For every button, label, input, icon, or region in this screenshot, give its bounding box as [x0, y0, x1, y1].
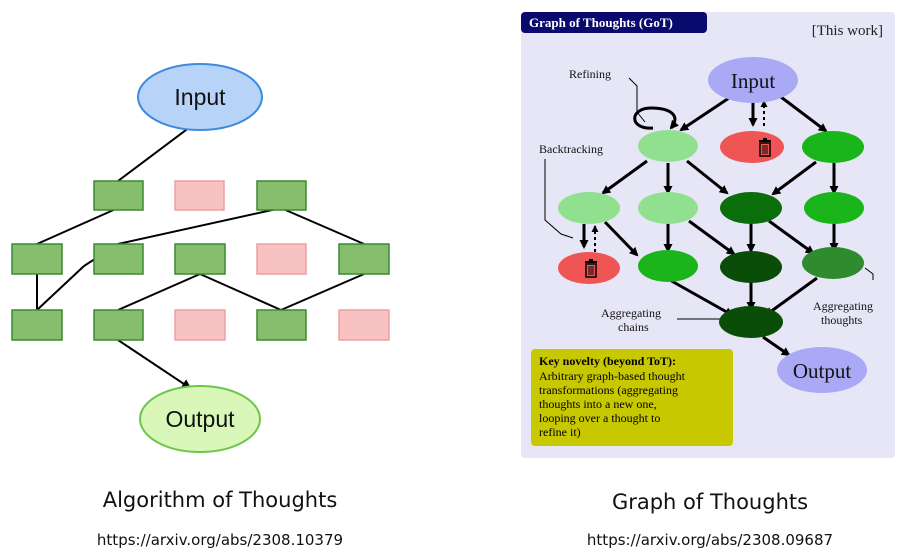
key-novelty-title: Key novelty (beyond ToT): — [539, 354, 676, 368]
aggregating-thoughts-line2: thoughts — [821, 313, 863, 327]
thought-box-pruned — [174, 309, 226, 341]
thought-node — [802, 131, 864, 163]
thought-box-kept — [93, 180, 144, 211]
backtracking-annotation: Backtracking — [539, 142, 603, 156]
got-nodes: Input Output — [558, 57, 867, 393]
thought-node — [558, 192, 620, 224]
got-discard-arrows — [579, 100, 768, 252]
got-edges — [601, 92, 839, 357]
key-novelty-line: thoughts into a new one, — [539, 397, 657, 411]
thought-box-kept — [256, 309, 307, 341]
aot-caption-title: Algorithm of Thoughts — [102, 488, 338, 512]
refining-loop — [633, 106, 679, 130]
aot-thoughts — [11, 180, 390, 341]
key-novelty-line: refine it) — [539, 425, 581, 439]
got-input-ellipse — [708, 57, 798, 103]
thought-box-kept — [174, 243, 226, 275]
key-novelty-line: transformations (aggregating — [539, 383, 678, 397]
thought-box-pruned — [174, 180, 225, 211]
got-leader-lines — [544, 77, 874, 320]
got-header: Graph of Thoughts (GoT) — [521, 12, 707, 33]
thought-node — [720, 251, 782, 283]
got-input-label: Input — [731, 69, 775, 93]
trash-icon — [585, 259, 597, 278]
aggregating-chains-line2: chains — [618, 320, 649, 334]
got-diagram: Graph of Thoughts (GoT) [This work] — [521, 12, 883, 446]
thought-box-kept — [93, 309, 144, 341]
key-novelty-bg — [531, 349, 733, 446]
thought-box-kept — [11, 309, 63, 341]
aggregating-chains-line1: Aggregating — [601, 306, 661, 320]
discarded-thought-node — [720, 131, 784, 163]
got-header-title: Graph of Thoughts (GoT) — [529, 15, 673, 30]
got-caption-link[interactable]: https://arxiv.org/abs/2308.09687 — [586, 531, 834, 549]
thought-node — [638, 130, 698, 162]
aot-output-ellipse — [139, 385, 261, 453]
got-output-ellipse — [777, 347, 867, 393]
aot-input-label: Input — [174, 84, 226, 110]
got-output-label: Output — [793, 359, 852, 383]
key-novelty-line: looping over a thought to — [539, 411, 660, 425]
got-caption-title: Graph of Thoughts — [611, 490, 809, 514]
thought-node — [802, 247, 864, 279]
refining-annotation: Refining — [569, 67, 611, 81]
thought-box-pruned — [338, 309, 390, 341]
aot-input-node: Input — [137, 63, 263, 131]
thought-box-kept — [93, 243, 144, 275]
aggregating-thoughts-line1: Aggregating — [813, 299, 873, 313]
thought-box-pruned — [256, 243, 307, 275]
got-header-bg — [521, 12, 707, 33]
trash-icon — [759, 138, 771, 157]
thought-node — [638, 192, 698, 224]
aot-caption-link[interactable]: https://arxiv.org/abs/2308.10379 — [96, 531, 344, 549]
thought-node — [720, 192, 782, 224]
aot-input-ellipse — [137, 63, 263, 131]
thought-node — [804, 192, 864, 224]
aot-output-label: Output — [165, 406, 235, 432]
aggregated-thought-node — [719, 306, 783, 338]
key-novelty-line: Arbitrary graph-based thought — [539, 369, 686, 383]
thought-box-kept — [338, 243, 390, 275]
thought-box-kept — [11, 243, 63, 275]
got-tag: [This work] — [812, 23, 883, 39]
aot-output-node: Output — [139, 385, 261, 453]
aot-diagram: Input Output — [11, 63, 390, 453]
thought-node — [638, 250, 698, 282]
thought-box-kept — [256, 180, 307, 211]
key-novelty-box: Key novelty (beyond ToT): Arbitrary grap… — [531, 349, 733, 446]
